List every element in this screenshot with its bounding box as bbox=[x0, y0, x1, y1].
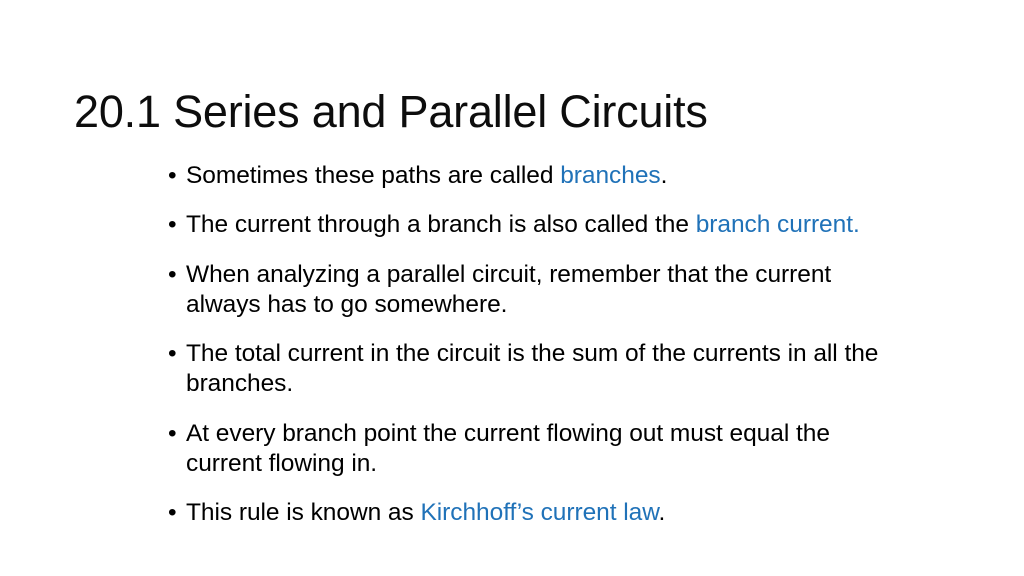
list-item: • This rule is known as Kirchhoff’s curre… bbox=[166, 498, 882, 528]
plain-text: This rule is known as bbox=[186, 499, 421, 526]
highlighted-term: branch current. bbox=[695, 211, 860, 239]
plain-text: The current through a branch is also cal… bbox=[186, 211, 696, 239]
bullet-list: • Sometimes these paths are called branch… bbox=[166, 161, 882, 528]
list-item-text: Sometimes these paths are called branche… bbox=[186, 161, 882, 191]
bullet-point-icon: • bbox=[168, 499, 177, 526]
plain-text: When analyzing a parallel circuit, remem… bbox=[186, 260, 832, 318]
highlighted-term: Kirchhoff’s current law bbox=[420, 499, 659, 526]
plain-text: . bbox=[660, 162, 668, 189]
list-item-text: The current through a branch is also cal… bbox=[186, 210, 882, 240]
list-item: • Sometimes these paths are called branch… bbox=[166, 161, 882, 191]
plain-text: At every branch point the current flowin… bbox=[186, 419, 830, 477]
bullet-point-icon: • bbox=[168, 340, 177, 367]
list-item: • At every branch point the current flowi… bbox=[166, 419, 882, 480]
list-item-text: When analyzing a parallel circuit, remem… bbox=[186, 260, 882, 321]
bullet-point-icon: • bbox=[168, 211, 177, 239]
list-item: • The current through a branch is also ca… bbox=[166, 210, 882, 240]
list-item-text: At every branch point the current flowin… bbox=[186, 419, 882, 480]
plain-text: Sometimes these paths are called bbox=[186, 162, 561, 189]
list-item-text: This rule is known as Kirchhoff’s curren… bbox=[186, 498, 882, 528]
bullet-point-icon: • bbox=[168, 260, 177, 288]
plain-text: The total current in the circuit is the … bbox=[186, 340, 879, 398]
bullet-point-icon: • bbox=[168, 419, 177, 447]
page-title: 20.1 Series and Parallel Circuits bbox=[74, 86, 708, 138]
plain-text: . bbox=[658, 499, 666, 526]
list-item: • When analyzing a parallel circuit, reme… bbox=[166, 260, 882, 321]
bullet-point-icon: • bbox=[168, 162, 177, 189]
list-item: • The total current in the circuit is the… bbox=[166, 339, 882, 400]
list-item-text: The total current in the circuit is the … bbox=[186, 339, 882, 400]
highlighted-term: branches bbox=[560, 162, 661, 189]
